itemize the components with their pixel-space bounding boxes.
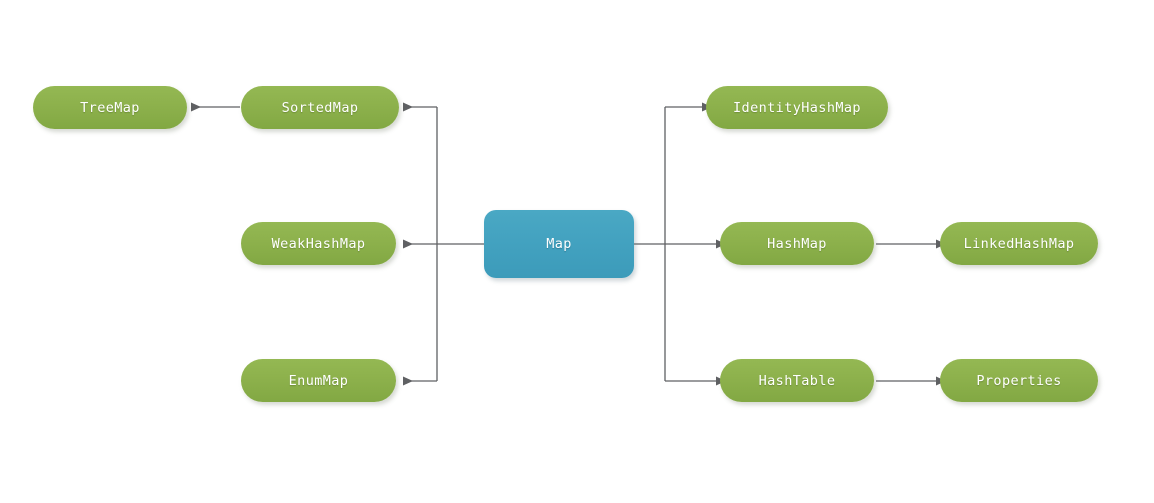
node-map-label: Map bbox=[546, 236, 572, 252]
node-hashtable[interactable]: HashTable bbox=[720, 359, 874, 402]
node-identityhashmap[interactable]: IdentityHashMap bbox=[706, 86, 888, 129]
node-weakhashmap-label: WeakHashMap bbox=[271, 235, 366, 252]
node-properties[interactable]: Properties bbox=[940, 359, 1098, 402]
node-sortedmap[interactable]: SortedMap bbox=[241, 86, 399, 129]
node-map[interactable]: Map bbox=[484, 210, 634, 278]
node-hashmap[interactable]: HashMap bbox=[720, 222, 874, 265]
node-identityhashmap-label: IdentityHashMap bbox=[733, 99, 861, 116]
node-weakhashmap[interactable]: WeakHashMap bbox=[241, 222, 396, 265]
node-enummap[interactable]: EnumMap bbox=[241, 359, 396, 402]
node-sortedmap-label: SortedMap bbox=[281, 99, 359, 116]
node-properties-label: Properties bbox=[976, 372, 1062, 389]
node-linkedhashmap[interactable]: LinkedHashMap bbox=[940, 222, 1098, 265]
node-linkedhashmap-label: LinkedHashMap bbox=[963, 235, 1075, 252]
node-enummap-label: EnumMap bbox=[288, 372, 349, 389]
node-treemap-label: TreeMap bbox=[80, 99, 140, 116]
node-treemap[interactable]: TreeMap bbox=[33, 86, 187, 129]
node-hashmap-label: HashMap bbox=[767, 235, 827, 252]
node-hashtable-label: HashTable bbox=[758, 372, 836, 389]
